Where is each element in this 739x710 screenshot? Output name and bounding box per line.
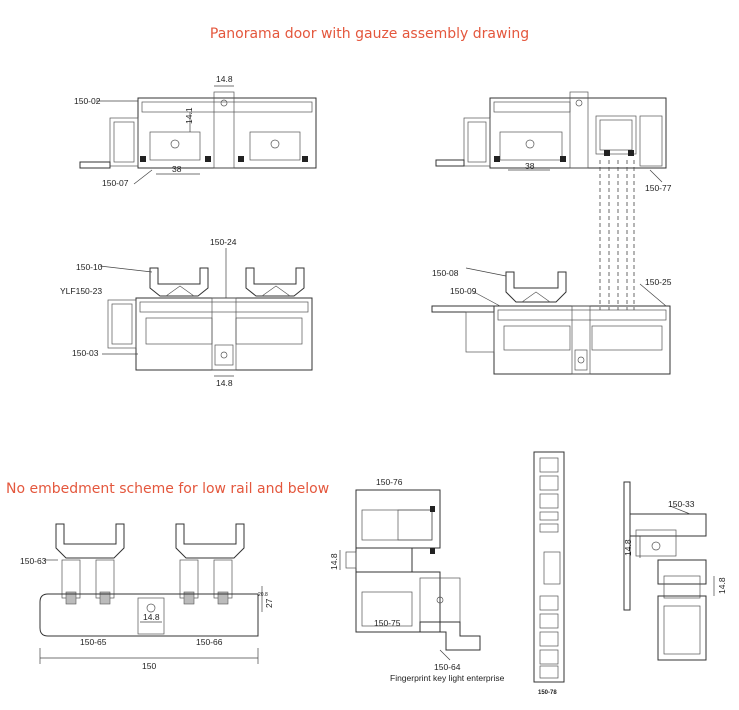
dim-14-8-side: 14.8 <box>329 553 339 570</box>
dim-14-8-b: 14.8 <box>717 577 727 594</box>
label-ylf150-23: YLF150-23 <box>60 286 102 296</box>
side-section <box>339 489 481 661</box>
vertical-profile <box>533 451 565 683</box>
dim-14-8-a: 14.8 <box>623 539 633 556</box>
label-150-33: 150-33 <box>668 499 695 509</box>
label-150-78: 150-78 <box>538 690 557 696</box>
dim-14-8-top: 14.8 <box>216 74 233 84</box>
dim-14-8-mid: 14.8 <box>216 378 233 388</box>
label-150-03: 150-03 <box>72 348 99 358</box>
section-title: No embedment scheme for low rail and bel… <box>6 481 330 497</box>
label-150-65: 150-65 <box>80 637 107 647</box>
label-150-08: 150-08 <box>432 268 459 278</box>
middle-right-section <box>431 267 671 375</box>
dim-27: 27 <box>264 598 274 608</box>
label-150-07: 150-07 <box>102 178 129 188</box>
label-150-75: 150-75 <box>374 618 401 628</box>
label-150-09: 150-09 <box>450 286 477 296</box>
label-150-24: 150-24 <box>210 237 237 247</box>
corner-section <box>623 481 715 661</box>
enterprise-caption: Fingerprint key light enterprise <box>390 673 505 683</box>
dim-14-1: 14.1 <box>184 107 194 124</box>
low-rail-section <box>39 523 263 664</box>
dim-14-8-low: 14.8 <box>143 612 160 622</box>
label-150-77: 150-77 <box>645 183 672 193</box>
label-150-02: 150-02 <box>74 96 101 106</box>
label-150-10: 150-10 <box>76 262 103 272</box>
top-left-section <box>79 85 317 185</box>
dim-38-right: 38 <box>525 161 535 171</box>
main-title: Panorama door with gauze assembly drawin… <box>209 26 530 42</box>
label-150-76: 150-76 <box>376 477 403 487</box>
dim-38-left: 38 <box>172 164 182 174</box>
label-150-25: 150-25 <box>645 277 672 287</box>
dim-20: 20.8 <box>258 592 268 598</box>
label-150-64: 150-64 <box>434 662 461 672</box>
label-150-66: 150-66 <box>196 637 223 647</box>
dim-150: 150 <box>142 661 156 671</box>
top-right-section <box>435 91 667 310</box>
label-150-63: 150-63 <box>20 556 47 566</box>
middle-left-section <box>99 248 313 377</box>
